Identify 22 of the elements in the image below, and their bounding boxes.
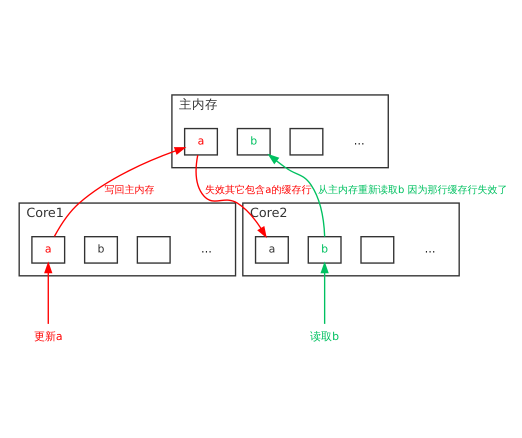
node-box: a xyxy=(184,128,218,156)
edge-label: 从主内存重新读取b 因为那行缓存行失效了 xyxy=(318,184,508,196)
node-box xyxy=(136,236,171,264)
label: … xyxy=(424,242,436,256)
node-box: a xyxy=(31,236,66,264)
label: … xyxy=(201,242,212,256)
node-box: b xyxy=(84,236,118,264)
node-text: 读取b xyxy=(310,330,340,343)
edge-label: 写回主内存 xyxy=(104,184,155,196)
node-box: b xyxy=(308,236,342,264)
arrow xyxy=(267,154,326,237)
label: … xyxy=(354,134,365,148)
arrow xyxy=(44,261,52,324)
node-box xyxy=(289,128,324,156)
edge-label: 失效其它包含a的缓存行 xyxy=(205,184,312,196)
arrow xyxy=(54,147,186,237)
node-box: b xyxy=(236,128,271,156)
node-text: 更新a xyxy=(34,330,63,343)
arrow xyxy=(320,261,329,324)
node-box: a xyxy=(254,236,289,264)
node-box xyxy=(360,236,394,264)
arrow xyxy=(195,155,267,238)
